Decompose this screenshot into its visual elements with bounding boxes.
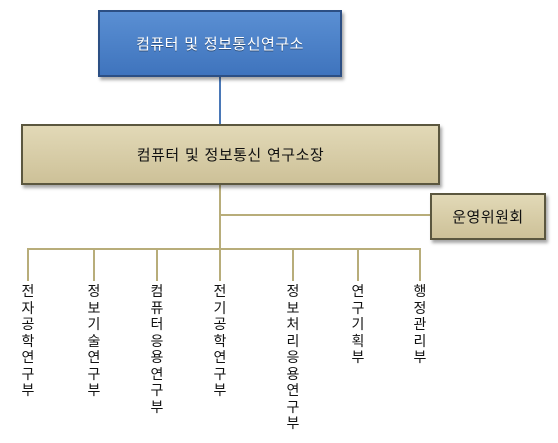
connector-dept-4 (219, 248, 221, 281)
top-org-label: 컴퓨터 및 정보통신연구소 (136, 35, 304, 53)
committee-box: 운영위원회 (430, 193, 546, 240)
director-label: 컴퓨터 및 정보통신 연구소장 (136, 146, 325, 164)
committee-label: 운영위원회 (452, 208, 524, 226)
dept-info-tech: 정보기술연구부 (87, 284, 101, 399)
connector-trunk (219, 185, 221, 249)
connector-dept-3 (156, 248, 158, 281)
connector-dept-2 (93, 248, 95, 281)
dept-research-planning: 연구기획부 (351, 284, 365, 366)
dept-electrical: 전기공학연구부 (213, 284, 227, 399)
top-org-box: 컴퓨터 및 정보통신연구소 (98, 10, 342, 77)
director-box: 컴퓨터 및 정보통신 연구소장 (21, 124, 440, 185)
connector-departments-bus (27, 248, 421, 250)
connector-dept-7 (419, 248, 421, 281)
dept-electronics: 전자공학연구부 (21, 284, 35, 399)
connector-committee (220, 214, 430, 216)
connector-dept-6 (357, 248, 359, 281)
connector-top-to-director (219, 77, 221, 124)
dept-info-processing: 정보처리응용연구부 (286, 284, 300, 432)
connector-dept-1 (27, 248, 29, 281)
dept-computer-app: 컴퓨터응용연구부 (150, 284, 164, 416)
dept-administration: 행정관리부 (413, 284, 427, 366)
connector-dept-5 (292, 248, 294, 281)
